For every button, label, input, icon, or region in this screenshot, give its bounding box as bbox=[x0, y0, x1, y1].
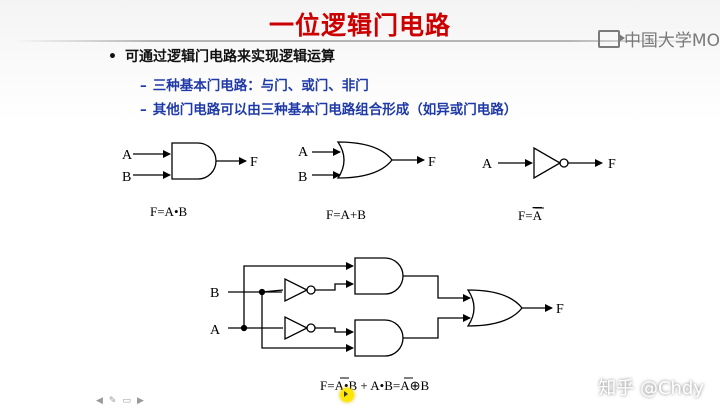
and-gate-body bbox=[171, 142, 217, 180]
sub-item-basic-gates: –三种基本门电路：与门、或门、非门 bbox=[140, 74, 369, 94]
xor-upper-and-gate bbox=[354, 257, 404, 295]
xor-b-to-not bbox=[261, 289, 284, 293]
dash-marker: – bbox=[140, 78, 147, 94]
watermark-top-right: 中国大学MO bbox=[597, 26, 720, 51]
xor-upper-not-gate bbox=[284, 277, 309, 303]
not-gate bbox=[498, 146, 603, 180]
slides-icon[interactable]: ▭ bbox=[122, 396, 131, 406]
laser-pointer-icon bbox=[340, 388, 354, 402]
slide-toolbar: ◀ ✎ ▭ ▶ bbox=[96, 396, 144, 406]
pen-icon[interactable]: ✎ bbox=[108, 396, 117, 406]
slide-title: 一位逻辑门电路 bbox=[268, 11, 451, 40]
and-input-b-label: B bbox=[122, 170, 131, 185]
xor-formula-bar-b: B bbox=[384, 378, 393, 393]
main-bullet: • 可通过逻辑门电路来实现逻辑运算 bbox=[108, 46, 335, 66]
dash-marker: – bbox=[140, 102, 147, 118]
xor-lower-not-gate bbox=[284, 315, 309, 341]
or-output-label: F bbox=[428, 155, 436, 170]
xor-output-or-gate bbox=[466, 289, 523, 327]
and-gate bbox=[133, 142, 247, 180]
xor-formula-part2: •B + A• bbox=[344, 378, 384, 393]
not-formula-prefix: F= bbox=[518, 208, 533, 223]
and-output-label: F bbox=[250, 155, 258, 170]
or-gate bbox=[312, 141, 425, 179]
xor-input-a-label: A bbox=[210, 323, 221, 338]
bullet-dot: • bbox=[108, 49, 117, 65]
xor-a-to-upper-and bbox=[243, 262, 354, 328]
not-output-label: F bbox=[608, 157, 616, 172]
xor-lower-and-to-or bbox=[403, 314, 471, 339]
or-input-a-label: A bbox=[298, 145, 309, 160]
main-bullet-text: 可通过逻辑门电路来实现逻辑运算 bbox=[124, 49, 335, 65]
not-formula-bar-a: A bbox=[533, 208, 543, 223]
xor-output-label: F bbox=[556, 302, 564, 317]
or-formula: F=A+B bbox=[326, 207, 366, 222]
xor-formula-bar-a: A bbox=[335, 378, 345, 393]
xor-formula-part1: F= bbox=[320, 378, 335, 393]
sub-item-text: 其他门电路可以由三种基本门电路组合形成（如异或门电路） bbox=[152, 102, 518, 118]
xor-notb-to-upper-and bbox=[315, 280, 354, 291]
sub-item-text: 三种基本门电路：与门、或门、非门 bbox=[152, 78, 369, 94]
not-gate-body bbox=[533, 146, 562, 180]
xor-circuit bbox=[228, 257, 553, 357]
watermark-bottom-right: 知乎 @Chdy bbox=[598, 378, 704, 399]
xor-input-b-label: B bbox=[210, 286, 219, 301]
not-gate-bubble bbox=[559, 158, 569, 168]
not-input-label: A bbox=[482, 157, 493, 172]
sub-item-combined-gates: –其他门电路可以由三种基本门电路组合形成（如异或门电路） bbox=[140, 98, 517, 118]
xor-upper-not-bubble bbox=[306, 285, 316, 295]
arrow-left-icon[interactable]: ◀ bbox=[96, 396, 103, 406]
xor-lower-and-gate bbox=[354, 319, 404, 357]
arrow-right-icon[interactable]: ▶ bbox=[136, 396, 144, 406]
xor-formula: F=A•B + A•B=A⊕B bbox=[320, 378, 430, 393]
xor-lower-not-bubble bbox=[306, 323, 316, 333]
xor-b-to-lower-and bbox=[261, 292, 354, 352]
xor-upper-and-to-or bbox=[403, 275, 471, 302]
watermark-top-text: 中国大学MO bbox=[623, 31, 720, 51]
not-formula: F=A bbox=[518, 208, 543, 223]
xor-formula-part3: =A⊕B bbox=[393, 378, 430, 393]
title-divider bbox=[14, 40, 706, 42]
video-camera-icon bbox=[597, 29, 625, 48]
xor-nota-to-lower-and bbox=[315, 327, 354, 336]
or-gate-body bbox=[336, 141, 393, 179]
and-input-a-label: A bbox=[122, 148, 133, 163]
and-formula: F=A•B bbox=[150, 204, 188, 219]
or-input-b-label: B bbox=[298, 170, 307, 185]
